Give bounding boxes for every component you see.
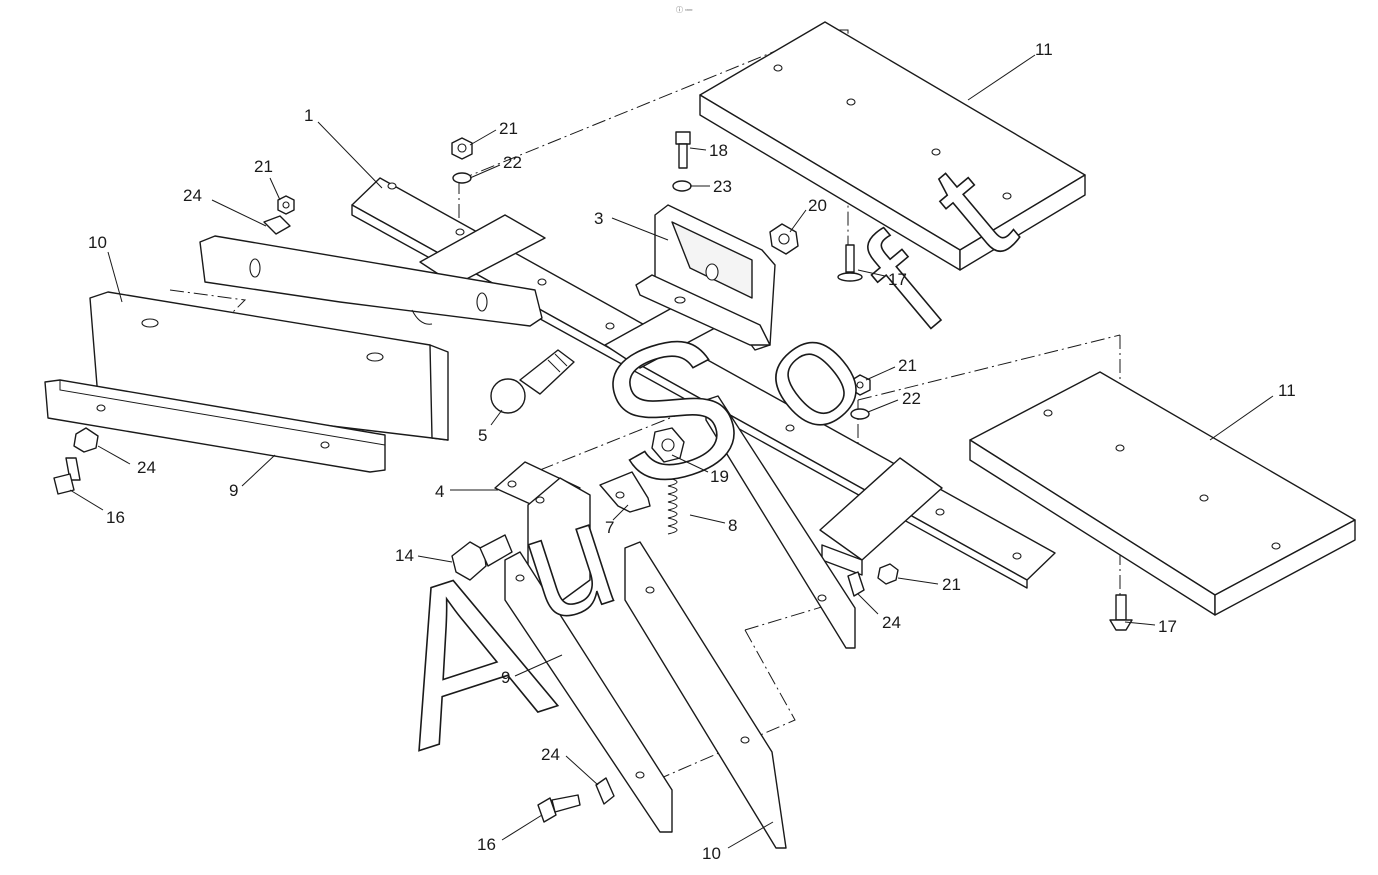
washer-23	[672, 180, 692, 192]
callout-24-left-bottom: 24	[137, 458, 156, 477]
strip-9-left	[44, 379, 386, 473]
callout-17-right: 17	[1158, 617, 1177, 636]
side-panel-10-bottom	[624, 541, 787, 849]
ball-stud-5	[490, 349, 575, 414]
nut-21-top	[451, 137, 473, 160]
callout-14: 14	[395, 546, 414, 565]
callout-16-bottom: 16	[477, 835, 496, 854]
header-mark: ⓘ ▫▫▫	[676, 6, 692, 14]
plate-11-top	[699, 21, 1086, 271]
callout-5: 5	[478, 426, 487, 445]
washer-24-left-bottom	[73, 427, 99, 453]
callout-9-bottom: 9	[501, 668, 510, 687]
washer-22-mid	[850, 408, 870, 420]
strip-9-bottom	[504, 551, 673, 833]
callout-24-right: 24	[882, 613, 901, 632]
washer-24-right	[847, 571, 865, 597]
callout-numbers: 1 3 4 5 7 8 9 9 10 10 11 11 14 16 16 17 …	[88, 40, 1296, 863]
nut-21-right	[877, 563, 899, 585]
washer-22-top	[452, 172, 472, 184]
bolt-17-top	[837, 244, 863, 282]
callout-21-left: 21	[254, 157, 273, 176]
plate-11-right	[969, 371, 1356, 616]
bolt-16-bottom	[537, 794, 581, 823]
bolt-14	[451, 534, 513, 581]
nut-19	[651, 427, 685, 463]
bracket-upper-left	[199, 235, 543, 327]
callout-10-left: 10	[88, 233, 107, 252]
bolt-18	[675, 131, 691, 169]
washer-24-left-top	[263, 215, 291, 235]
callout-3: 3	[594, 209, 603, 228]
callout-1: 1	[304, 106, 313, 125]
callout-24-left-top: 24	[183, 186, 202, 205]
callout-9-left: 9	[229, 481, 238, 500]
callout-21-top: 21	[499, 119, 518, 138]
callout-20: 20	[808, 196, 827, 215]
callout-11-right: 11	[1278, 381, 1296, 400]
callout-21-right: 21	[942, 575, 961, 594]
callout-22-top: 22	[503, 153, 522, 172]
callout-21-mid: 21	[898, 356, 917, 375]
bolt-17-right	[1109, 594, 1133, 631]
callout-16-left: 16	[106, 508, 125, 527]
callout-4: 4	[435, 482, 444, 501]
nut-20	[769, 223, 799, 255]
callout-7: 7	[605, 518, 614, 537]
callout-23: 23	[713, 177, 732, 196]
pawl-7	[599, 471, 651, 513]
bolt-16-left	[53, 457, 81, 495]
callout-8: 8	[728, 516, 737, 535]
leader-lines	[69, 54, 1274, 849]
callout-24-bottom: 24	[541, 745, 560, 764]
callout-10-bottom: 10	[702, 844, 721, 863]
strip-right-slanted	[705, 395, 856, 649]
washer-24-bottom	[595, 777, 615, 805]
bracket-3	[635, 204, 776, 351]
spring-8	[667, 477, 678, 535]
callout-17-top: 17	[888, 270, 907, 289]
callout-22-mid: 22	[902, 389, 921, 408]
callout-11-top: 11	[1035, 40, 1053, 59]
nut-21-mid	[851, 374, 871, 396]
callout-19: 19	[710, 467, 729, 486]
callout-18: 18	[709, 141, 728, 160]
nut-21-left	[277, 195, 295, 215]
